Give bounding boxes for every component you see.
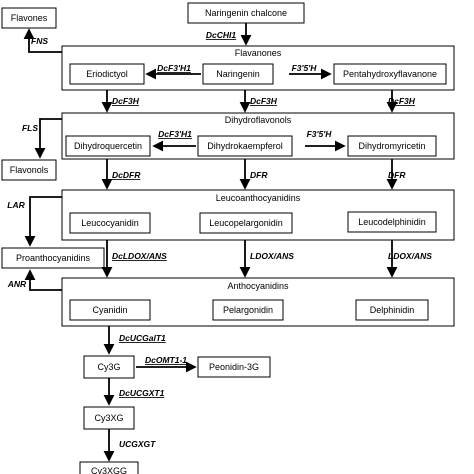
svg-text:Peonidin-3G: Peonidin-3G <box>209 362 259 372</box>
enzyme-label: DcDFR <box>112 170 141 180</box>
node-cy3xg: Cy3XG <box>83 406 135 430</box>
node-proanthocyanidins: Proanthocyanidins <box>1 247 105 269</box>
svg-text:Cy3XG: Cy3XG <box>94 413 123 423</box>
node-leucodelphinidin: Leucodelphinidin <box>347 211 437 233</box>
arrow-lar-to-proantho <box>24 196 62 247</box>
node-peonidin-3g: Peonidin-3G <box>197 356 271 378</box>
svg-text:Delphinidin: Delphinidin <box>370 305 415 315</box>
svg-text:Cy3XGG: Cy3XGG <box>91 466 127 474</box>
group-title: Flavanones <box>235 48 282 58</box>
enzyme-label: LDOX/ANS <box>250 251 294 261</box>
svg-text:Leucopelargonidin: Leucopelargonidin <box>209 218 283 228</box>
node-pelargonidin: Pelargonidin <box>212 299 284 321</box>
svg-text:Naringenin chalcone: Naringenin chalcone <box>205 8 287 18</box>
arrow-to-flavones <box>23 28 62 53</box>
enzyme-label: FLS <box>22 123 38 133</box>
group-title: Dihydroflavonols <box>225 115 292 125</box>
node-delphinidin: Delphinidin <box>355 299 429 321</box>
svg-text:Dihydrokaempferol: Dihydrokaempferol <box>207 141 283 151</box>
enzyme-label: DFR <box>250 170 268 180</box>
enzyme-label: DcOMT1-1 <box>145 355 187 365</box>
node-cy3xgg: Cy3XGG <box>79 461 139 474</box>
node-leucocyanidin: Leucocyanidin <box>69 212 151 234</box>
svg-text:Pentahydroxyflavanone: Pentahydroxyflavanone <box>343 69 437 79</box>
svg-text:Flavones: Flavones <box>11 13 48 23</box>
svg-text:Cy3G: Cy3G <box>97 362 120 372</box>
enzyme-label: F3'5'H <box>307 129 333 139</box>
node-dihydromyricetin: Dihydromyricetin <box>347 135 437 157</box>
node-leucopelargonidin: Leucopelargonidin <box>199 212 293 234</box>
node-eriodictyol: Eriodictyol <box>69 63 145 85</box>
arrow-to-flavonols <box>34 118 62 159</box>
enzyme-label: DcF3H <box>112 96 140 106</box>
node-flavonols: Flavonols <box>1 159 57 181</box>
node-cyanidin: Cyanidin <box>69 299 151 321</box>
node-naringenin: Naringenin <box>202 63 274 85</box>
enzyme-label: LAR <box>7 200 25 210</box>
svg-text:Pelargonidin: Pelargonidin <box>223 305 273 315</box>
svg-text:Leucocyanidin: Leucocyanidin <box>81 218 139 228</box>
enzyme-label: DcF3'H1 <box>158 129 192 139</box>
svg-text:Flavonols: Flavonols <box>10 165 49 175</box>
group-title: Anthocyanidins <box>227 281 289 291</box>
node-flavones: Flavones <box>1 7 57 29</box>
group-title: Leucoanthocyanidins <box>216 193 301 203</box>
enzyme-label: ANR <box>7 279 27 289</box>
svg-text:Cyanidin: Cyanidin <box>92 305 127 315</box>
node-dihydroquercetin: Dihydroquercetin <box>65 135 151 157</box>
enzyme-label: DcCHI1 <box>206 30 237 40</box>
node-dihydrokaempferol: Dihydrokaempferol <box>197 135 293 157</box>
svg-text:Dihydromyricetin: Dihydromyricetin <box>358 141 425 151</box>
enzyme-label: DcLDOX/ANS <box>112 251 167 261</box>
enzyme-label: DFR <box>388 170 406 180</box>
arrow-anr-to-proantho <box>24 269 62 291</box>
enzyme-label: DcF3H <box>388 96 416 106</box>
svg-text:Naringenin: Naringenin <box>216 69 260 79</box>
svg-text:Proanthocyanidins: Proanthocyanidins <box>16 253 91 263</box>
svg-text:Leucodelphinidin: Leucodelphinidin <box>358 217 426 227</box>
enzyme-label: UCGXGT <box>119 439 156 449</box>
enzyme-label: DcF3H <box>250 96 278 106</box>
svg-text:Dihydroquercetin: Dihydroquercetin <box>74 141 142 151</box>
enzyme-label: F3'5'H <box>292 63 318 73</box>
enzyme-label: DcF3'H1 <box>157 63 191 73</box>
enzyme-label: LDOX/ANS <box>388 251 432 261</box>
enzyme-label: FNS <box>31 36 48 46</box>
svg-text:Eriodictyol: Eriodictyol <box>86 69 128 79</box>
node-pentahydroxyflavanone: Pentahydroxyflavanone <box>333 63 447 85</box>
node-naringenin-chalcone: Naringenin chalcone <box>187 2 305 24</box>
enzyme-label: DcUCGXT1 <box>119 388 165 398</box>
node-cy3g: Cy3G <box>83 355 135 379</box>
enzyme-label: DcUCGalT1 <box>119 333 166 343</box>
